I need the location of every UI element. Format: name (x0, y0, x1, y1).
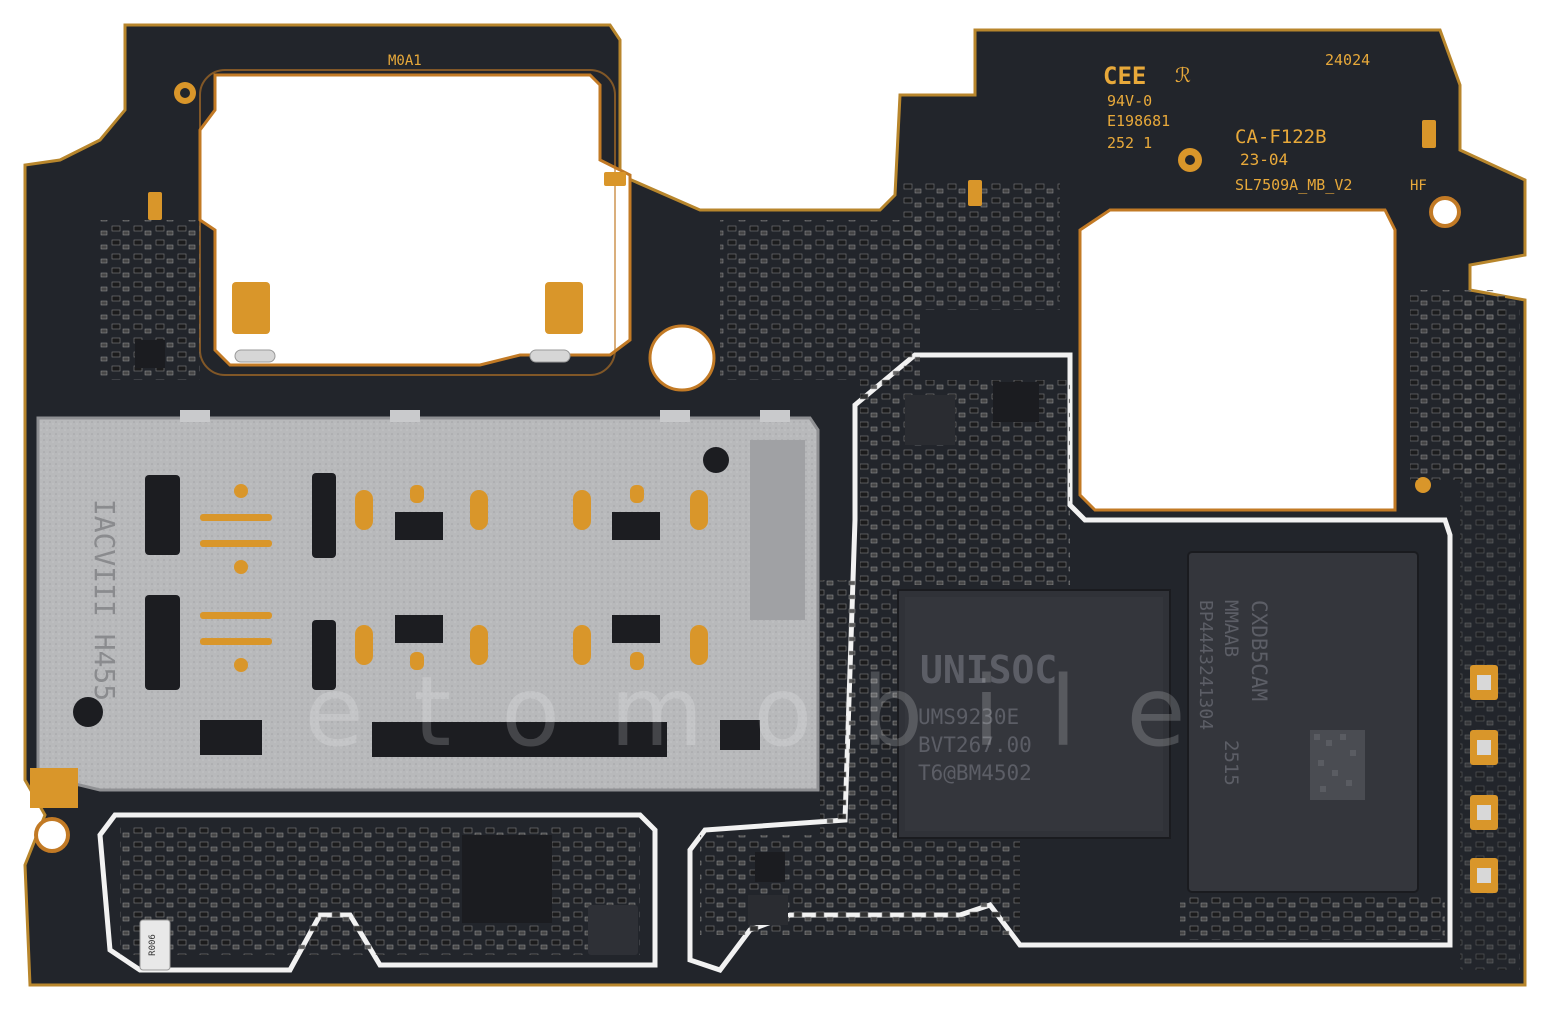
gold-via (1185, 155, 1195, 165)
silk-hf: HF (1410, 178, 1427, 194)
ic-chip (993, 382, 1039, 422)
watermark: etomobile (304, 656, 1235, 768)
resistor-code: R006 (148, 934, 158, 956)
memory-line-2: MMAAB (1220, 600, 1242, 657)
silk-model: SL7509A_MB_V2 (1235, 176, 1352, 194)
gold-contact (232, 282, 270, 334)
sim-card-tray: IACVIII H455 (30, 410, 820, 808)
soc-line-1: UMS9230E (918, 705, 1019, 729)
ic-chip (905, 395, 955, 445)
silk-maker: CA-F122B (1235, 126, 1327, 148)
component-cluster (1180, 895, 1445, 940)
silk-date: 23-04 (1240, 150, 1288, 169)
component-cluster (120, 825, 640, 955)
sense-resistor (139, 919, 171, 971)
gold-contact (529, 349, 571, 363)
gold-contact (545, 282, 583, 334)
antenna-pads (148, 120, 1498, 893)
silk-ul-mark: ℛ (1175, 63, 1191, 87)
memory-line-1: CXDB5CAM (1247, 600, 1271, 701)
soc-line-3: T6@BM4502 (918, 761, 1032, 785)
mount-hole (1429, 196, 1461, 228)
soc-brand: UNISOC (920, 648, 1057, 692)
memory-line-3: BP4443241304 (1195, 600, 1216, 730)
gold-contact (234, 349, 276, 363)
soc-line-2: BVT267.00 (918, 733, 1032, 757)
mount-hole (34, 817, 70, 853)
silk-lot: 24024 (1325, 51, 1370, 69)
speaker-cutout (1078, 208, 1397, 512)
memory-chip (1187, 551, 1419, 893)
memory-line-4: 2515 (1220, 740, 1242, 786)
component-cluster (720, 220, 920, 380)
silk-flammability: 94V-0 (1107, 92, 1152, 110)
sim-tray-code: IACVIII H455 (88, 499, 121, 701)
silk-ul-file: E198681 (1107, 112, 1170, 130)
gold-via (1415, 477, 1431, 493)
ic-chip (135, 340, 165, 368)
silk-label-top: M0A1 (388, 53, 422, 69)
gold-via (180, 88, 190, 98)
ic-chip (755, 852, 785, 882)
antenna-pad-inner (1477, 675, 1491, 883)
ic-chip (748, 895, 788, 925)
ic-chip (588, 905, 638, 955)
silk-code: 252 1 (1107, 134, 1152, 152)
ic-chip (462, 835, 552, 923)
unisoc-soc-chip (897, 589, 1171, 839)
mount-hole (648, 324, 716, 392)
silk-cert-mark: CEE (1103, 62, 1146, 90)
